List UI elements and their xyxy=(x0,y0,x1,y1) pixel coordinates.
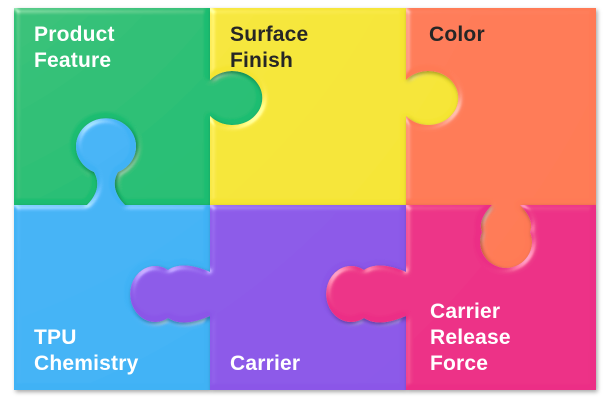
label-line: TPU xyxy=(34,326,77,349)
label-line: Force xyxy=(430,352,489,375)
label-carrier-release-force: Carrier Release Force xyxy=(430,299,511,377)
label-line: Chemistry xyxy=(34,352,139,375)
label-product-feature: Product Feature xyxy=(34,22,115,74)
label-line: Product xyxy=(34,23,115,46)
piece-surface-finish xyxy=(210,8,459,205)
label-line: Carrier xyxy=(230,352,301,375)
label-color: Color xyxy=(429,22,485,48)
piece-product-feature xyxy=(14,8,263,205)
label-line: Finish xyxy=(230,49,294,72)
piece-color xyxy=(406,8,596,268)
label-line: Color xyxy=(429,23,485,46)
piece-carrier-release-force xyxy=(326,205,596,390)
piece-carrier xyxy=(130,205,406,390)
label-carrier: Carrier xyxy=(230,351,300,377)
piece-tpu-chemistry xyxy=(14,118,210,390)
label-line: Feature xyxy=(34,49,112,72)
label-surface-finish: Surface Finish xyxy=(230,22,308,74)
label-line: Carrier xyxy=(430,300,501,323)
label-tpu-chemistry: TPU Chemistry xyxy=(34,325,139,377)
label-line: Surface xyxy=(230,23,309,46)
label-line: Release xyxy=(430,326,511,349)
